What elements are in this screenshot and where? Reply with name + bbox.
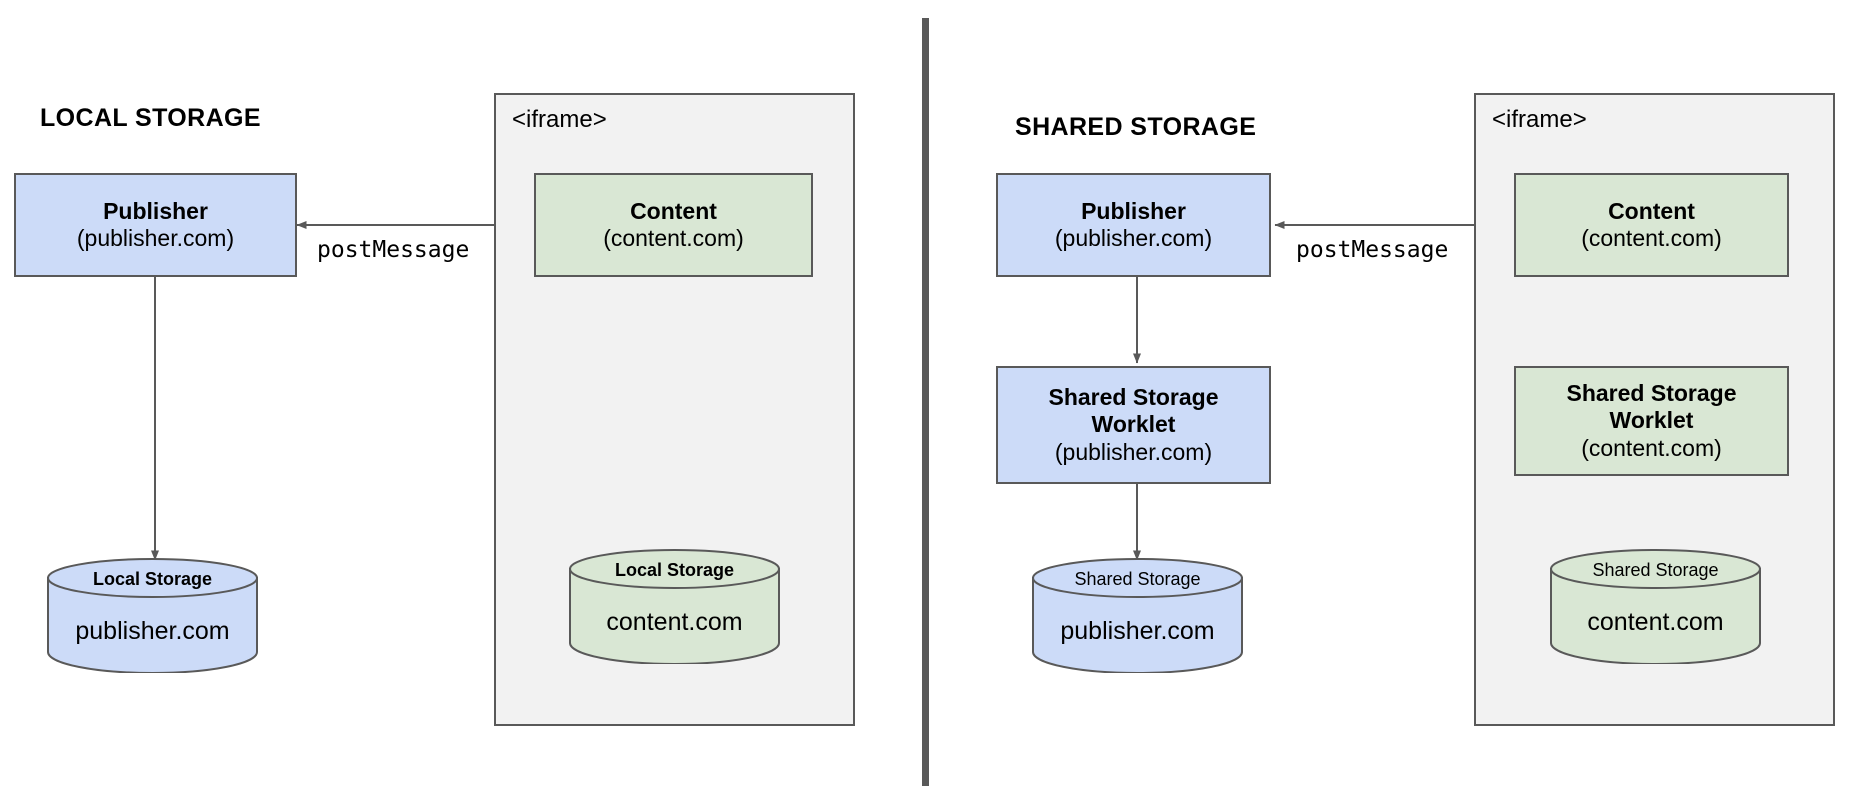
left-section-title: LOCAL STORAGE [40, 104, 261, 132]
right-content-worklet-box[interactable]: Shared Storage Worklet (content.com) [1514, 366, 1789, 476]
left-publisher-storage-body-label: publisher.com [75, 617, 230, 645]
left-publisher-storage-top-label: Local Storage [92, 569, 213, 589]
right-content-worklet-title-2: Worklet [1609, 407, 1694, 434]
right-content-storage-cylinder[interactable]: Shared Storage content.com [1549, 548, 1762, 664]
right-publisher-worklet-subtitle: (publisher.com) [1054, 438, 1213, 465]
left-publisher-storage-cylinder[interactable]: Local Storage publisher.com [46, 557, 259, 673]
left-content-title: Content [630, 197, 717, 224]
section-divider [922, 18, 929, 786]
cylinder-shape [47, 558, 258, 673]
right-content-box[interactable]: Content (content.com) [1514, 173, 1789, 277]
right-publisher-worklet-title-2: Worklet [1091, 411, 1176, 438]
left-postmessage-label: postMessage [317, 237, 470, 263]
right-content-title: Content [1608, 197, 1695, 224]
right-iframe-label: <iframe> [1492, 106, 1587, 133]
right-publisher-worklet-box[interactable]: Shared Storage Worklet (publisher.com) [996, 366, 1271, 484]
left-publisher-subtitle: (publisher.com) [76, 225, 235, 251]
left-content-subtitle: (content.com) [603, 225, 744, 251]
left-iframe-label: <iframe> [512, 106, 607, 133]
right-content-worklet-subtitle: (content.com) [1581, 434, 1722, 461]
cylinder-shape [1550, 549, 1761, 664]
right-content-storage-top-label: Shared Storage [1592, 560, 1719, 580]
right-publisher-box[interactable]: Publisher (publisher.com) [996, 173, 1271, 277]
right-publisher-storage-cylinder[interactable]: Shared Storage publisher.com [1031, 557, 1244, 673]
left-publisher-box[interactable]: Publisher (publisher.com) [14, 173, 297, 277]
left-content-storage-top-label: Local Storage [614, 560, 735, 580]
right-publisher-title: Publisher [1081, 197, 1186, 224]
cylinder-shape [569, 549, 780, 664]
cylinder-shape [1032, 558, 1243, 673]
right-content-worklet-title-1: Shared Storage [1566, 380, 1737, 407]
right-section-title: SHARED STORAGE [1015, 113, 1257, 141]
right-postmessage-label: postMessage [1296, 237, 1449, 263]
left-content-box[interactable]: Content (content.com) [534, 173, 813, 277]
right-content-subtitle: (content.com) [1581, 225, 1722, 251]
left-content-storage-cylinder[interactable]: Local Storage content.com [568, 548, 781, 664]
right-publisher-subtitle: (publisher.com) [1054, 225, 1213, 251]
right-publisher-storage-body-label: publisher.com [1060, 617, 1215, 645]
right-content-storage-body-label: content.com [1587, 608, 1724, 636]
left-publisher-title: Publisher [103, 197, 208, 224]
left-content-storage-body-label: content.com [606, 608, 743, 636]
right-publisher-worklet-title-1: Shared Storage [1048, 384, 1219, 411]
right-publisher-storage-top-label: Shared Storage [1074, 569, 1201, 589]
